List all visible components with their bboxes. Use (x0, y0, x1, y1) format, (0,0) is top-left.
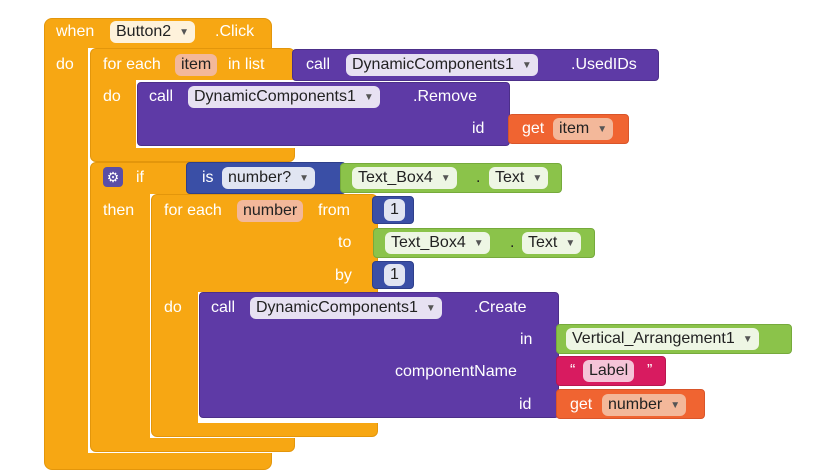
to-textbox4-dropdown[interactable]: Text_Box4▼ (385, 232, 490, 254)
create-component-dropdown[interactable]: DynamicComponents1▼ (250, 297, 442, 319)
chevron-down-icon: ▼ (363, 92, 374, 103)
for-range-to-label: to (338, 234, 352, 251)
event-name: .Click (215, 23, 255, 40)
chevron-down-icon: ▼ (597, 124, 608, 135)
to-textbox4-prop-dropdown[interactable]: Text▼ (522, 232, 582, 254)
remove-get-label: get (522, 120, 545, 137)
usedids-component-dropdown[interactable]: DynamicComponents1▼ (346, 54, 538, 76)
chevron-down-icon: ▼ (179, 27, 190, 38)
create-id-label: id (519, 396, 532, 413)
foreach-item-label: for each (103, 56, 161, 73)
for-range-label: for each (164, 202, 222, 219)
chevron-down-icon: ▼ (670, 400, 681, 411)
vertical-arrangement-dropdown[interactable]: Vertical_Arrangement1▼ (566, 328, 759, 350)
chevron-down-icon: ▼ (565, 238, 576, 249)
create-get-var-dropdown[interactable]: number▼ (602, 394, 687, 416)
textbox4-prop-dropdown[interactable]: Text▼ (489, 167, 549, 189)
from-number-value[interactable]: 1 (384, 199, 405, 221)
label-text-value[interactable]: Label (583, 360, 635, 382)
usedids-method: .UsedIDs (571, 56, 637, 73)
chevron-down-icon: ▼ (742, 334, 753, 345)
for-range-from-label: from (318, 202, 350, 219)
foreach-item-var[interactable]: item (175, 54, 218, 76)
chevron-down-icon: ▼ (532, 173, 543, 184)
create-componentname-label: componentName (395, 363, 517, 380)
textbox4-dropdown[interactable]: Text_Box4▼ (352, 167, 457, 189)
for-range-var[interactable]: number (237, 200, 304, 222)
to-textbox4-dot: . (510, 234, 515, 251)
gear-icon[interactable]: ⚙ (103, 167, 123, 187)
create-method: .Create (474, 299, 527, 316)
create-in-label: in (520, 331, 533, 348)
event-do-label: do (56, 56, 74, 73)
then-label: then (103, 202, 135, 219)
quote-close: ” (647, 362, 653, 379)
by-number-value[interactable]: 1 (384, 264, 405, 286)
create-call-label: call (211, 299, 236, 316)
remove-get-var-dropdown[interactable]: item▼ (553, 118, 614, 140)
is-label: is (202, 169, 214, 186)
event-when-label: when (56, 23, 95, 40)
foreach-do-label: do (103, 88, 121, 105)
remove-id-label: id (472, 120, 485, 137)
create-get-label: get (570, 396, 593, 413)
chevron-down-icon: ▼ (521, 60, 532, 71)
chevron-down-icon: ▼ (440, 173, 451, 184)
textbox4-dot: . (476, 169, 481, 186)
if-label: if (136, 169, 144, 186)
chevron-down-icon: ▼ (425, 303, 436, 314)
number-test-dropdown[interactable]: number?▼ (222, 167, 316, 189)
remove-method: .Remove (413, 88, 478, 105)
foreach-in-list-label: in list (228, 56, 265, 73)
quote-open: “ (570, 362, 576, 379)
chevron-down-icon: ▼ (473, 238, 484, 249)
usedids-call-label: call (306, 56, 331, 73)
for-range-by-label: by (335, 267, 352, 284)
remove-call-label: call (149, 88, 174, 105)
remove-component-dropdown[interactable]: DynamicComponents1▼ (188, 86, 380, 108)
event-component-dropdown[interactable]: Button2▼ (110, 21, 196, 43)
chevron-down-icon: ▼ (299, 173, 310, 184)
for-range-do-label: do (164, 299, 182, 316)
